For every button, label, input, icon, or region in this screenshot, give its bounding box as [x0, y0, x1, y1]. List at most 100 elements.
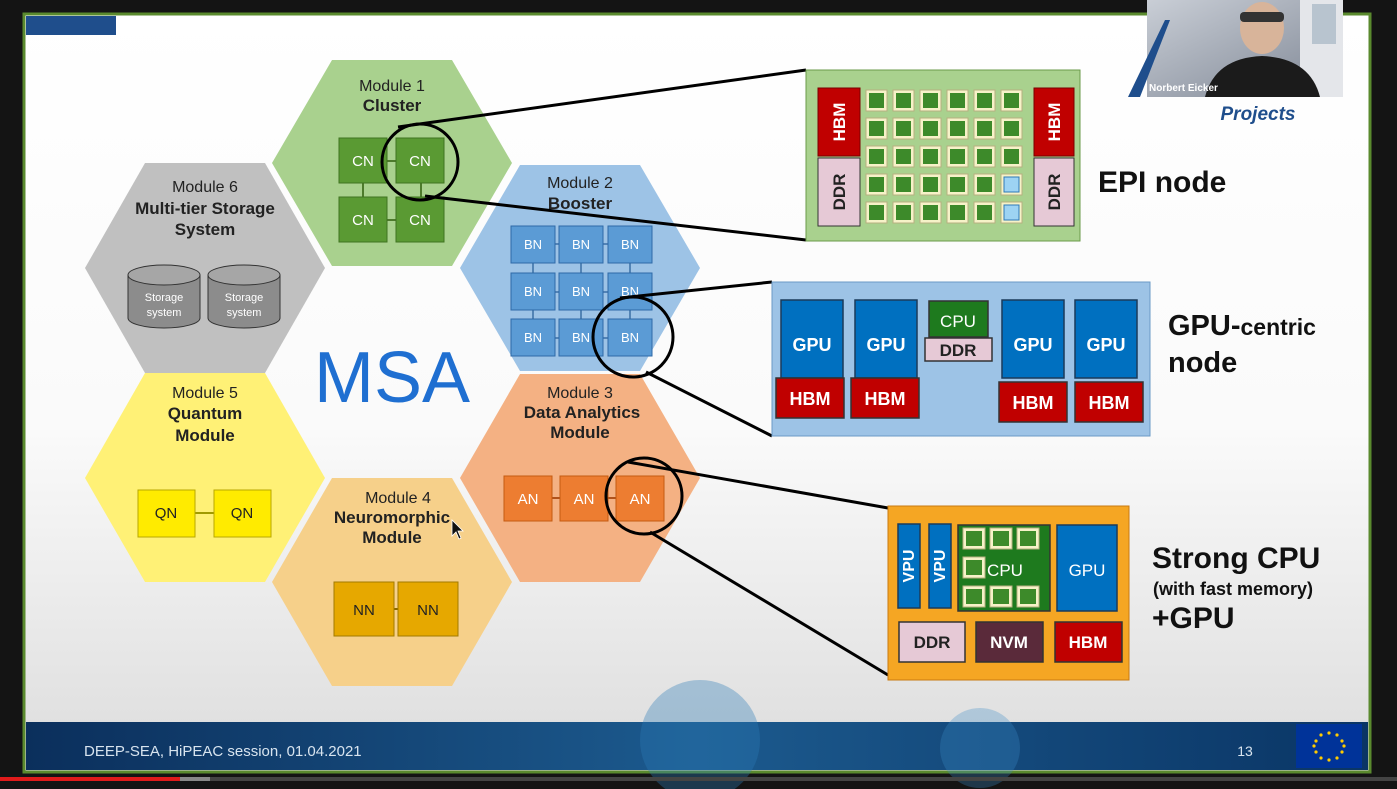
- module-1-hexagon: Module 1 Cluster CN CN CN CN: [272, 60, 512, 266]
- bn-node-5: BN: [572, 284, 590, 299]
- epi-core-inner: [1004, 149, 1019, 164]
- strong-title-2: (with fast memory): [1153, 579, 1313, 599]
- strong-title-1: Strong CPU: [1152, 542, 1320, 575]
- an-node-1: AN: [518, 491, 539, 508]
- storage-cylinder-2: Storage system: [207, 264, 281, 329]
- strong-cpu: CPU: [987, 561, 1023, 580]
- strong-gpu: GPU: [1069, 561, 1106, 580]
- epi-core-inner: [869, 205, 884, 220]
- webcam-overlay: Norbert Eicker Projects: [1128, 0, 1343, 125]
- module-5-name-2: Module: [175, 426, 235, 445]
- svg-text:system: system: [147, 307, 182, 319]
- cn-node-2: CN: [409, 153, 431, 170]
- gpu-hbm-1: HBM: [790, 389, 831, 409]
- epi-node-title: EPI node: [1098, 166, 1226, 199]
- strong-core-inner: [966, 589, 982, 604]
- vpu-1: VPU: [901, 550, 918, 583]
- eu-stars-icon: [1312, 731, 1346, 762]
- gpu-3: GPU: [1013, 335, 1052, 355]
- epi-core-inner: [977, 205, 992, 220]
- cn-node-3: CN: [352, 212, 374, 229]
- strong-ddr: DDR: [914, 633, 951, 652]
- strong-hbm: HBM: [1069, 633, 1108, 652]
- module-2-number: Module 2: [547, 175, 613, 192]
- vpu-2: VPU: [932, 550, 949, 583]
- strong-nvm: NVM: [990, 633, 1028, 652]
- video-progress-track[interactable]: [0, 777, 1397, 781]
- bn-node-4: BN: [524, 284, 542, 299]
- bn-node-9: BN: [621, 330, 639, 345]
- strong-core-inner: [1020, 589, 1036, 604]
- svg-text:Storage: Storage: [145, 292, 184, 304]
- strong-core-inner: [966, 560, 982, 575]
- nn-node-1: NN: [353, 602, 375, 619]
- gpu-centric-node-diagram: GPU GPU GPU GPU HBM HBM HBM HBM CPU DDR: [771, 281, 1151, 437]
- module-4-name-1: Neuromorphic: [334, 508, 450, 527]
- epi-core-inner: [923, 149, 938, 164]
- slide-header-bar: [26, 16, 116, 35]
- gpu-node-ddr: DDR: [940, 341, 977, 360]
- footer-text: DEEP-SEA, HiPEAC session, 01.04.2021: [84, 743, 362, 760]
- epi-core-inner: [923, 121, 938, 136]
- epi-core-inner: [977, 177, 992, 192]
- module-5-name-1: Quantum: [168, 404, 243, 423]
- module-2-name: Booster: [548, 194, 613, 213]
- module-3-name-2: Module: [550, 423, 610, 442]
- module-3-name-1: Data Analytics: [524, 403, 641, 422]
- epi-core-inner: [1003, 204, 1020, 221]
- epi-core-inner: [977, 121, 992, 136]
- epi-core-inner: [896, 121, 911, 136]
- mouse-cursor-icon: [451, 519, 464, 540]
- bn-node-3: BN: [621, 237, 639, 252]
- projects-caption: Projects: [1221, 104, 1296, 125]
- gpu-node-cpu: CPU: [940, 312, 976, 331]
- gpu-hbm-4: HBM: [1089, 393, 1130, 413]
- epi-hbm-left: HBM: [830, 103, 849, 142]
- strong-cpu-node-diagram: VPU VPU CPU GPU DDR NVM HBM: [887, 505, 1130, 681]
- epi-core-inner: [950, 149, 965, 164]
- page-number: 13: [1237, 743, 1253, 759]
- module-1-number: Module 1: [359, 78, 425, 95]
- bn-node-2: BN: [572, 237, 590, 252]
- module-4-hexagon: Module 4 Neuromorphic Module NN NN: [272, 478, 512, 686]
- epi-core-inner: [977, 149, 992, 164]
- epi-core-inner: [950, 205, 965, 220]
- epi-core-inner: [896, 205, 911, 220]
- epi-core-inner: [1003, 176, 1020, 193]
- cn-node-1: CN: [352, 153, 374, 170]
- gpu-node-title-1: GPU-centric: [1168, 310, 1316, 342]
- msa-label: MSA: [314, 338, 470, 418]
- epi-core-inner: [869, 149, 884, 164]
- storage-cylinder-1: Storage system: [127, 264, 201, 329]
- epi-core-inner: [950, 177, 965, 192]
- epi-node-diagram: HBM DDR HBM DDR: [805, 69, 1081, 242]
- gpu-hbm-3: HBM: [1013, 393, 1054, 413]
- module-5-number: Module 5: [172, 385, 238, 402]
- strong-core-inner: [966, 531, 982, 546]
- epi-core-inner: [923, 93, 938, 108]
- an-node-3: AN: [630, 491, 651, 508]
- module-1-name: Cluster: [363, 96, 422, 115]
- strong-core-inner: [993, 531, 1009, 546]
- nn-node-2: NN: [417, 602, 439, 619]
- module-4-number: Module 4: [365, 490, 431, 507]
- epi-core-inner: [869, 121, 884, 136]
- epi-core-inner: [1004, 121, 1019, 136]
- epi-core-inner: [923, 205, 938, 220]
- epi-core-grid: [865, 89, 1023, 224]
- bn-node-1: BN: [524, 237, 542, 252]
- strong-cpu-core-grid: [962, 527, 1040, 608]
- svg-text:system: system: [227, 307, 262, 319]
- strong-core-inner: [993, 589, 1009, 604]
- gpu-hbm-2: HBM: [865, 389, 906, 409]
- epi-ddr-left: DDR: [830, 174, 849, 211]
- svg-text:Storage: Storage: [225, 292, 264, 304]
- strong-title-3: +GPU: [1152, 602, 1235, 635]
- epi-core-inner: [896, 149, 911, 164]
- epi-core-inner: [1004, 93, 1019, 108]
- qn-node-2: QN: [231, 505, 254, 522]
- module-6-name-1: Multi-tier Storage: [135, 199, 275, 218]
- cn-node-4: CN: [409, 212, 431, 229]
- zoom-connectors: [380, 68, 889, 677]
